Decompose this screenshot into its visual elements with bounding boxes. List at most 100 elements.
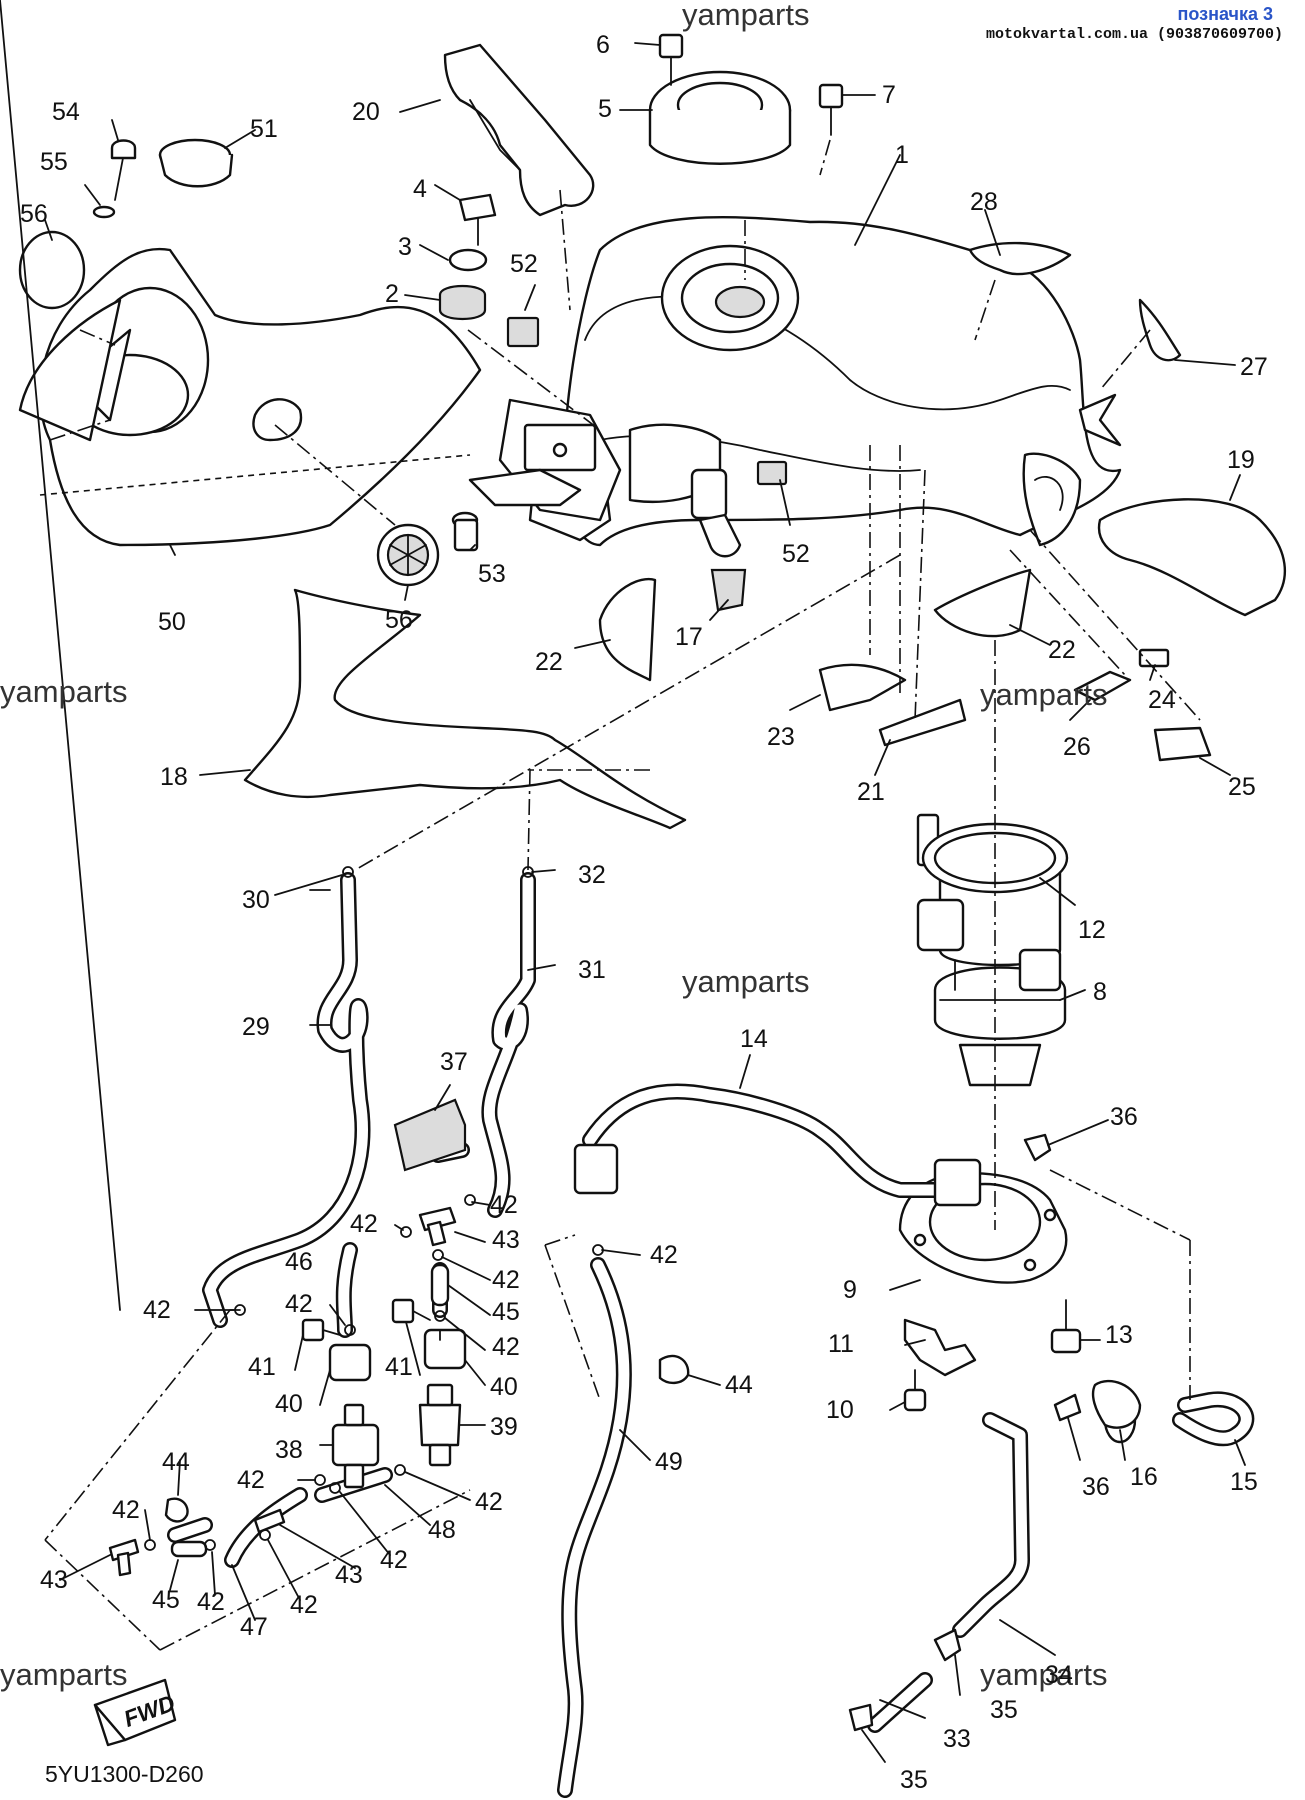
part-num-34: 34 xyxy=(1045,1661,1073,1689)
part-num-32: 32 xyxy=(578,861,606,889)
screw-7 xyxy=(818,83,844,136)
part-num-38: 38 xyxy=(275,1436,303,1464)
part-num-53: 53 xyxy=(478,560,506,588)
pad-26 xyxy=(1073,670,1132,702)
part-num-21: 21 xyxy=(857,778,885,806)
clamp-11 xyxy=(903,1318,977,1377)
pump-bracket xyxy=(468,398,622,522)
part-num-10: 10 xyxy=(826,1396,854,1424)
part-num-20: 20 xyxy=(352,98,380,126)
clamp-36-b xyxy=(1053,1393,1082,1422)
tank-front-cover xyxy=(443,43,595,217)
part-num-28: 28 xyxy=(970,188,998,216)
part-num-2: 2 xyxy=(385,280,399,308)
clip-44-b xyxy=(164,1497,189,1523)
tee-43-a xyxy=(418,1206,457,1247)
part-num-43c: 43 xyxy=(335,1561,363,1589)
part-number-labels: 1 2 3 4 5 6 7 8 9 10 11 12 13 14 15 16 1… xyxy=(20,31,1268,1794)
emblem-plate-56 xyxy=(18,230,86,310)
grommet-holder xyxy=(698,513,742,558)
part-num-44b: 44 xyxy=(162,1448,190,1476)
pipe-45-b xyxy=(170,1540,208,1558)
pad-52-b xyxy=(756,460,788,486)
part-num-42-5: 42 xyxy=(492,1266,520,1294)
part-num-7: 7 xyxy=(882,81,896,109)
part-num-33: 33 xyxy=(943,1725,971,1753)
fuel-cap-mount xyxy=(648,70,792,165)
part-num-42-10: 42 xyxy=(112,1496,140,1524)
part-num-5: 5 xyxy=(598,95,612,123)
part-num-16: 16 xyxy=(1130,1463,1158,1491)
part-num-52b: 52 xyxy=(782,540,810,568)
part-num-26: 26 xyxy=(1063,733,1091,761)
watermark-left: yamparts xyxy=(0,674,127,709)
damper-16 xyxy=(1091,1379,1142,1429)
part-num-36b: 36 xyxy=(1082,1473,1110,1501)
part-num-49: 49 xyxy=(655,1448,683,1476)
part-num-40a: 40 xyxy=(275,1390,303,1418)
vent-hoses xyxy=(167,1142,470,1568)
part-num-19: 19 xyxy=(1227,446,1255,474)
part-num-45b: 45 xyxy=(152,1586,180,1614)
pad-28 xyxy=(968,241,1072,276)
part-num-50: 50 xyxy=(158,608,186,636)
part-num-22a: 22 xyxy=(535,648,563,676)
pipe-45-a xyxy=(430,1263,450,1307)
header-label: позначка 3 xyxy=(1177,4,1274,24)
clip-35-a xyxy=(933,1628,962,1662)
part-num-51: 51 xyxy=(250,115,278,143)
part-num-41b: 41 xyxy=(385,1353,413,1381)
part-num-45a: 45 xyxy=(492,1298,520,1326)
watermark-bottom-left: yamparts xyxy=(0,1657,127,1692)
part-num-39: 39 xyxy=(490,1413,518,1441)
part-num-42-13: 42 xyxy=(380,1546,408,1574)
header-site: motokvartal.com.ua (903870609700) xyxy=(985,26,1283,43)
rubber-pad-22-left xyxy=(598,577,657,682)
screw-54 xyxy=(110,139,137,201)
part-num-1: 1 xyxy=(895,141,909,169)
leader-lines xyxy=(0,0,1246,1763)
part-num-31: 31 xyxy=(578,956,606,984)
pad-23 xyxy=(818,663,907,712)
bracket-40-a xyxy=(328,1343,372,1382)
heat-insulator xyxy=(243,588,687,830)
part-num-24: 24 xyxy=(1148,686,1176,714)
part-num-18: 18 xyxy=(160,763,188,791)
part-num-11: 11 xyxy=(828,1330,854,1358)
part-num-9: 9 xyxy=(843,1276,857,1304)
grommet-53 xyxy=(451,511,479,552)
part-num-42-1: 42 xyxy=(143,1296,171,1324)
fuel-hose-14 xyxy=(573,1083,982,1207)
fuel-hose-34 xyxy=(867,1412,1030,1733)
breather-hose-31 xyxy=(481,872,536,1218)
part-num-8: 8 xyxy=(1093,978,1107,1006)
clip-35-b xyxy=(848,1703,874,1732)
watermark-right: yamparts xyxy=(980,677,1107,712)
pad-25 xyxy=(1153,726,1212,762)
screw-6 xyxy=(658,33,684,86)
part-num-44a: 44 xyxy=(725,1371,753,1399)
part-num-3: 3 xyxy=(398,233,412,261)
side-panel-19 xyxy=(1097,498,1287,617)
part-num-55: 55 xyxy=(40,148,68,176)
part-num-40b: 40 xyxy=(490,1373,518,1401)
part-num-23: 23 xyxy=(767,723,795,751)
part-num-13: 13 xyxy=(1105,1321,1133,1349)
damper-2 xyxy=(438,285,487,320)
part-num-35a: 35 xyxy=(990,1696,1018,1724)
fwd-arrow: FWD xyxy=(93,1678,178,1747)
rubber-pad-22-right xyxy=(933,568,1032,638)
watermark-top: yamparts xyxy=(682,0,809,32)
diagram-code: 5YU1300-D260 xyxy=(45,1761,204,1787)
part-num-42-2: 42 xyxy=(285,1290,313,1318)
bolt-10 xyxy=(903,1369,927,1412)
washer-3 xyxy=(448,248,488,272)
clamp-36-a xyxy=(1023,1133,1052,1162)
part-num-17: 17 xyxy=(675,623,703,651)
bolt-4 xyxy=(458,193,497,246)
watermark-center: yamparts xyxy=(682,964,809,999)
part-num-14: 14 xyxy=(740,1025,768,1053)
yamaha-emblem-56 xyxy=(376,523,440,587)
